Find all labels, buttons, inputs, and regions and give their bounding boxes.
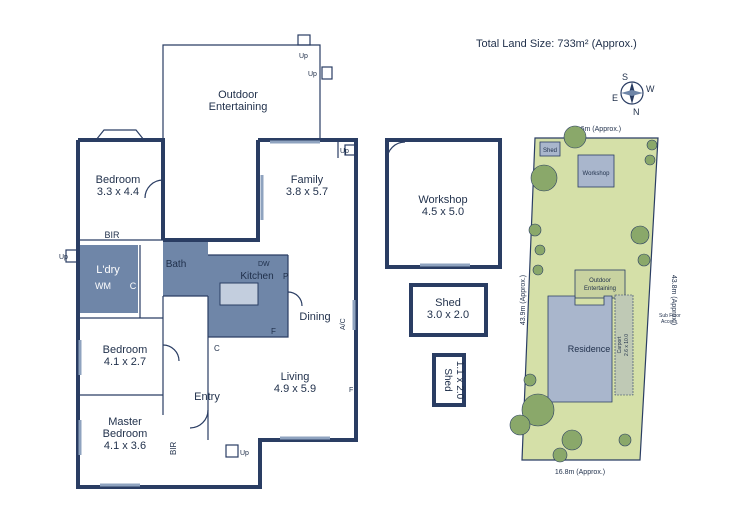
site-shed — [539, 141, 561, 157]
site-workshop-label: Workshop — [583, 171, 611, 177]
shed1-dim: 3.0 x 2.0 — [427, 309, 469, 321]
workshop-dim: 4.5 x 5.0 — [422, 206, 464, 218]
master-label-2: Bedroom — [103, 428, 148, 440]
site-workshop — [577, 154, 615, 188]
shed2-label: Shed — [442, 368, 453, 391]
compass-w: W — [646, 84, 655, 94]
compass-s: S — [622, 72, 628, 82]
compass-e: E — [612, 93, 618, 103]
family-label: Family — [291, 174, 324, 186]
master-label-1: Master — [108, 416, 142, 428]
compass-n: N — [633, 107, 640, 117]
up-step-top — [297, 34, 311, 46]
bedroom2-dim: 4.1 x 2.7 — [104, 356, 146, 368]
compass-icon: S W E N — [612, 72, 655, 117]
pantry-label: P — [283, 272, 288, 281]
subfloor-label-2: Access — [661, 319, 678, 325]
family-dim: 3.8 x 5.7 — [286, 186, 328, 198]
fridge-label: F — [271, 327, 276, 336]
shed-building-2: Shed 1.1 x 2.0 — [432, 353, 466, 407]
site-outdoor — [574, 269, 626, 299]
dw-label: DW — [258, 261, 270, 268]
site-left-dim: 43.9m (Approx.) — [520, 275, 527, 325]
site-top-dim: 16.6m (Approx.) — [571, 126, 621, 133]
workshop-label: Workshop — [418, 194, 467, 206]
up-label-3: Up — [240, 450, 249, 457]
bir1-label: BIR — [104, 230, 120, 240]
up-step-laundry — [65, 249, 79, 263]
site-carport — [614, 294, 634, 396]
master-dim: 4.1 x 3.6 — [104, 440, 146, 452]
shed2-dim: 1.1 x 2.0 — [454, 361, 465, 400]
house-walls — [76, 129, 358, 489]
living-dim: 4.9 x 5.9 — [274, 383, 316, 395]
total-land-size: Total Land Size: 733m² (Approx.) — [476, 38, 637, 50]
kitchen-label: Kitchen — [240, 271, 273, 282]
bedroom2-label: Bedroom — [103, 344, 148, 356]
outdoor-label: Outdoor — [218, 89, 258, 101]
entry-label: Entry — [194, 391, 220, 403]
site-plan: 16.6m (Approx.) 16.8m (Approx.) 43.9m (A… — [509, 125, 681, 476]
site-right-dim: 43.8m (Approx.) — [670, 275, 677, 325]
shed-building-1: Shed 3.0 x 2.0 — [409, 283, 488, 337]
site-bottom-dim: 16.8m (Approx.) — [555, 469, 605, 476]
bedroom1-label: Bedroom — [96, 174, 141, 186]
bath-label: Bath — [166, 259, 187, 270]
dining-label: Dining — [299, 311, 330, 323]
wm-label: WM — [95, 281, 111, 291]
site-residence — [547, 295, 613, 403]
up-label-4: Up — [59, 254, 68, 261]
site-shed-label: Shed — [543, 148, 557, 154]
up-step-family — [344, 144, 358, 156]
site-entertaining-label: Entertaining — [584, 286, 616, 292]
workshop-building: Workshop 4.5 x 5.0 — [385, 138, 502, 269]
up-label-2: Up — [308, 71, 317, 78]
bath-area — [163, 240, 208, 296]
bir2-label: BIR — [169, 441, 178, 455]
living-label: Living — [281, 371, 310, 383]
outdoor-entertaining-area: Up Up Outdoor Entertaining — [162, 34, 333, 140]
laundry-area — [78, 245, 138, 313]
entertaining-label: Entertaining — [209, 101, 268, 113]
up-step-entry — [225, 444, 239, 458]
up-label-5: Up — [340, 148, 349, 155]
fireplace-label: F — [349, 387, 353, 394]
site-carport-dim: 2.6 x 10.0 — [624, 334, 630, 356]
site-residence-label: Residence — [568, 344, 611, 354]
site-carport-label: Carport — [617, 336, 623, 353]
site-trees — [509, 125, 658, 463]
laundry-label: L'dry — [96, 264, 120, 276]
shed1-label: Shed — [435, 297, 461, 309]
c2-label: C — [214, 344, 220, 353]
subfloor-label-1: Sub Floor — [659, 313, 681, 319]
up-label-1: Up — [299, 53, 308, 60]
up-step-right — [321, 66, 333, 80]
ac-label: A/C — [340, 318, 347, 330]
kitchen-island — [219, 282, 259, 306]
c1-label: C — [130, 281, 137, 291]
bedroom1-dim: 3.3 x 4.4 — [97, 186, 139, 198]
site-outdoor-label: Outdoor — [589, 278, 611, 284]
